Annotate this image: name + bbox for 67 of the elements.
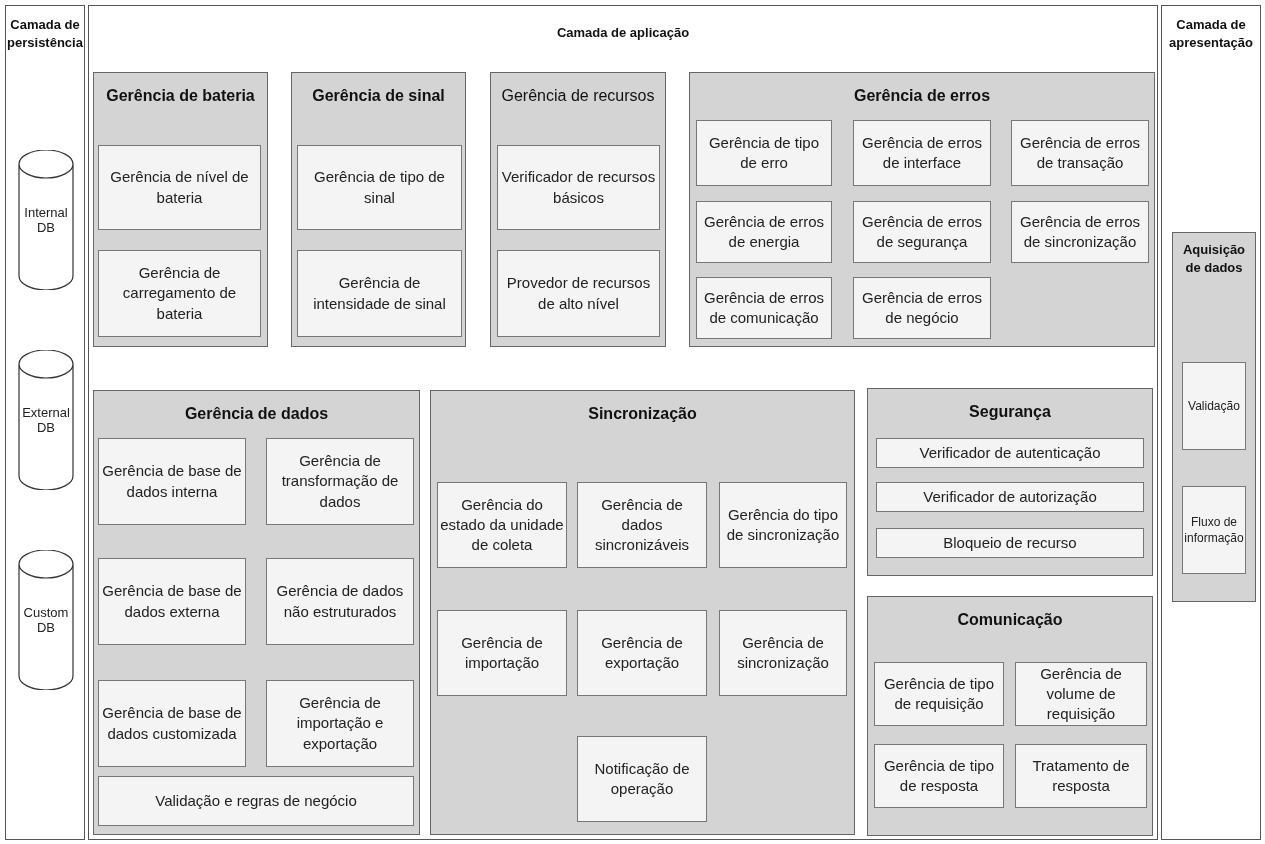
- module-panel: [430, 390, 855, 835]
- component-box: Gerência do estado da unidade de coleta: [437, 482, 567, 568]
- component-box: Fluxo de informação: [1182, 486, 1246, 574]
- component-box: Validação: [1182, 362, 1246, 450]
- component-box: Gerência de erros de transação: [1011, 120, 1149, 186]
- database-cylinder: [18, 350, 74, 490]
- component-box: Gerência de tipo de sinal: [297, 145, 462, 230]
- module-title: Sincronização: [587, 405, 698, 423]
- component-box: Verificador de recursos básicos: [497, 145, 660, 230]
- component-box: Gerência de erros de interface: [853, 120, 991, 186]
- component-box: Validação e regras de negócio: [98, 776, 414, 826]
- component-box: Gerência de nível de bateria: [98, 145, 261, 230]
- component-box: Gerência de volume de requisição: [1015, 662, 1147, 726]
- module-panel: [867, 596, 1153, 836]
- component-box: Gerência de transformação de dados: [266, 438, 414, 525]
- component-box: Gerência de erros de sincronização: [1011, 201, 1149, 263]
- module-title: Gerência de dados: [183, 405, 330, 423]
- module-title: Gerência de recursos: [500, 87, 656, 105]
- layer-panel: [5, 5, 85, 840]
- component-box: Gerência de erros de energia: [696, 201, 832, 263]
- component-box: Gerência de dados sincronizáveis: [577, 482, 707, 568]
- module-panel: [867, 388, 1153, 576]
- layer-panel: [88, 5, 1158, 840]
- component-box: Gerência de importação e exportação: [266, 680, 414, 767]
- component-box: Gerência de erros de negócio: [853, 277, 991, 339]
- module-panel: [93, 72, 268, 347]
- component-box: Tratamento de resposta: [1015, 744, 1147, 808]
- module-panel: [689, 72, 1155, 347]
- layer-title: Camada de aplicação: [555, 24, 691, 42]
- module-panel: [1172, 232, 1256, 602]
- module-panel: [291, 72, 466, 347]
- component-box: Verificador de autorização: [876, 482, 1144, 512]
- module-title: Aquisição de dados: [1181, 241, 1247, 278]
- database-cylinder: [18, 150, 74, 290]
- component-box: Gerência de tipo de requisição: [874, 662, 1004, 726]
- component-box: Gerência de dados não estruturados: [266, 558, 414, 645]
- node-label: Custom DB: [22, 605, 70, 635]
- layer-panel: [1161, 5, 1261, 840]
- component-box: Gerência de base de dados externa: [98, 558, 246, 645]
- module-panel: [490, 72, 666, 347]
- component-box: Gerência do tipo de sincronização: [719, 482, 847, 568]
- module-title: Gerência de sinal: [311, 87, 446, 105]
- module-panel: [93, 390, 420, 835]
- component-box: Gerência de intensidade de sinal: [297, 250, 462, 337]
- component-box: Gerência de erros de segurança: [853, 201, 991, 263]
- component-box: Provedor de recursos de alto nível: [497, 250, 660, 337]
- module-title: Gerência de erros: [852, 87, 992, 105]
- component-box: Gerência de importação: [437, 610, 567, 696]
- layer-title: Camada de apresentação: [1168, 16, 1254, 53]
- component-box: Bloqueio de recurso: [876, 528, 1144, 558]
- database-cylinder: [18, 550, 74, 690]
- component-box: Gerência de base de dados customizada: [98, 680, 246, 767]
- component-box: Gerência de tipo de resposta: [874, 744, 1004, 808]
- module-title: Comunicação: [956, 611, 1064, 629]
- component-box: Gerência de base de dados interna: [98, 438, 246, 525]
- component-box: Gerência de sincronização: [719, 610, 847, 696]
- module-title: Segurança: [968, 403, 1052, 421]
- module-title: Gerência de bateria: [105, 87, 256, 105]
- layer-title: Camada de persistência: [6, 16, 84, 53]
- component-box: Gerência de tipo de erro: [696, 120, 832, 186]
- component-box: Gerência de erros de comunicação: [696, 277, 832, 339]
- node-label: External DB: [21, 405, 71, 435]
- component-box: Gerência de exportação: [577, 610, 707, 696]
- component-box: Verificador de autenticação: [876, 438, 1144, 468]
- component-box: Notificação de operação: [577, 736, 707, 822]
- node-label: Internal DB: [23, 205, 69, 235]
- component-box: Gerência de carregamento de bateria: [98, 250, 261, 337]
